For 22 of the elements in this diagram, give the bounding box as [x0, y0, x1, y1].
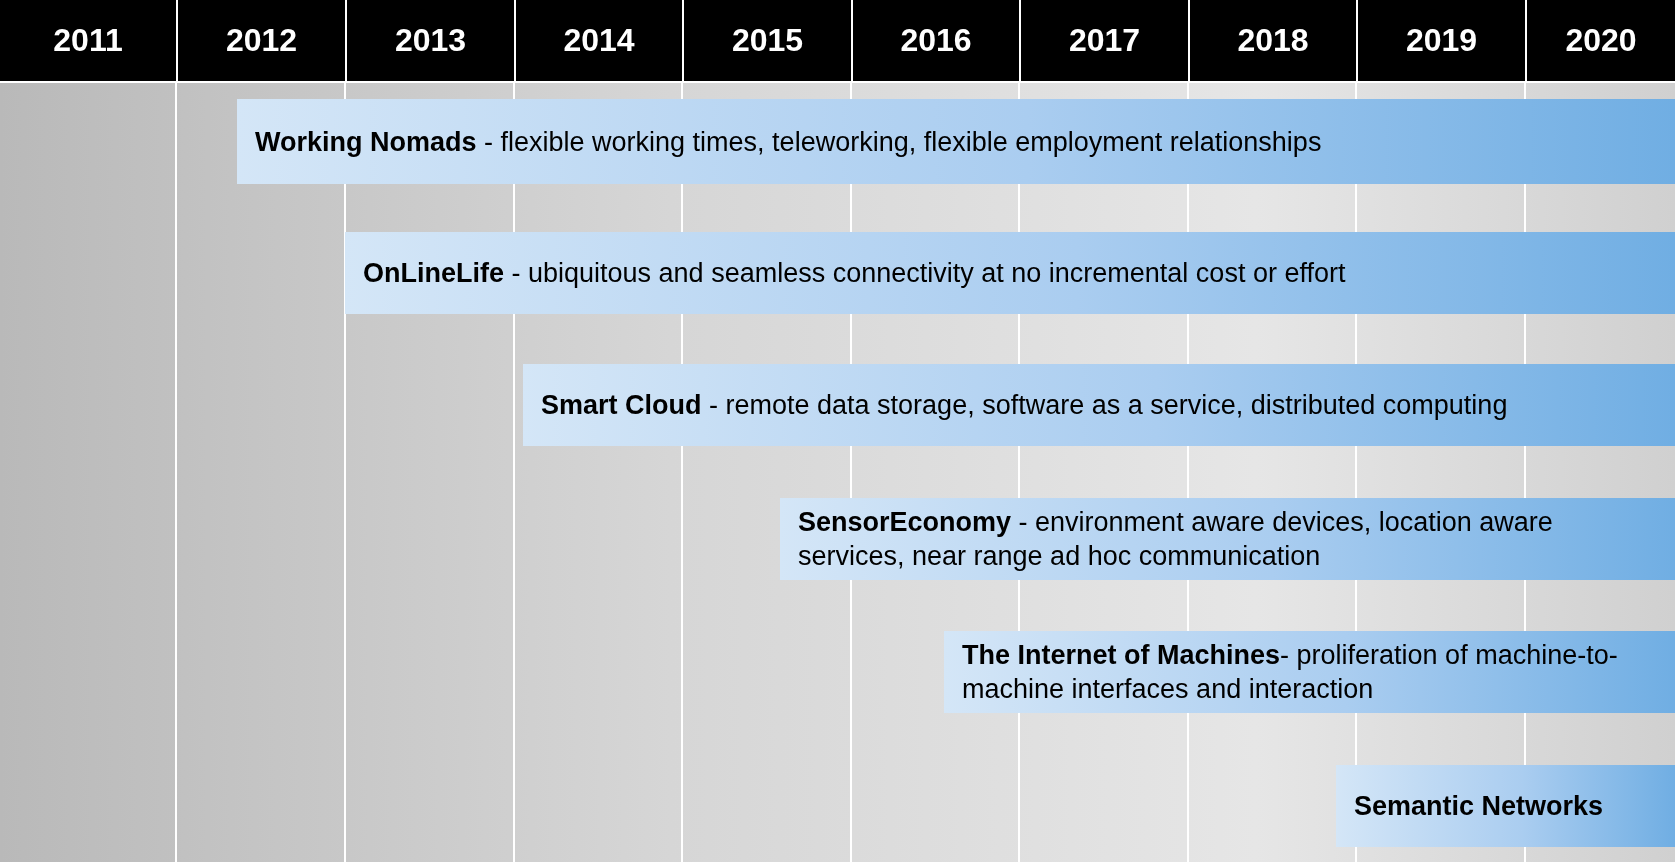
trend-description: The Internet of Machines- proliferation of machine-to-machine interfaces and interaction — [962, 639, 1619, 706]
year-label: 2019 — [1358, 0, 1525, 81]
year-label: 2015 — [684, 0, 851, 81]
timeline-bar — [780, 498, 1675, 580]
year-label: 2013 — [347, 0, 514, 81]
timeline-bar — [1336, 765, 1675, 847]
year-label: 2020 — [1527, 0, 1675, 81]
year-label: 2017 — [1021, 0, 1188, 81]
timeline-bar — [345, 232, 1675, 314]
year-label: 2011 — [0, 0, 176, 81]
timeline-bar — [237, 99, 1675, 184]
year-label: 2018 — [1190, 0, 1356, 81]
timeline-bar — [944, 631, 1675, 713]
year-label: 2016 — [853, 0, 1019, 81]
trend-description: Smart Cloud - remote data storage, software as a service, distributed computing — [541, 389, 1508, 422]
trend-description: OnLineLife - ubiquitous and seamless connectivity at no incremental cost or effort — [363, 257, 1346, 290]
trend-description: Working Nomads - flexible working times, teleworking, flexible employment relationships — [255, 125, 1322, 159]
trend-description: SensorEconomy - environment aware devices, location aware services, near range ad hoc communication — [798, 506, 1554, 573]
trend-description: Semantic Networks — [1354, 790, 1604, 823]
year-label: 2014 — [516, 0, 682, 81]
year-label: 2012 — [178, 0, 345, 81]
timeline-bar — [523, 364, 1675, 446]
